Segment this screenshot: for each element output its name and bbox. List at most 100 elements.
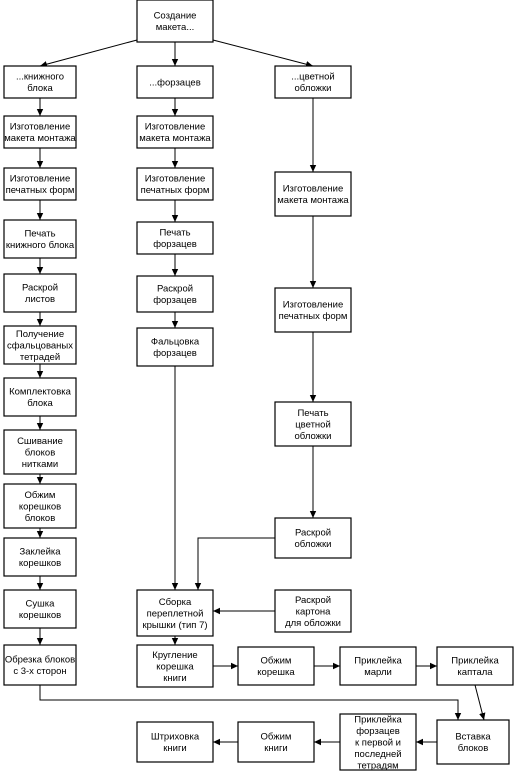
step-label-line: Вставка	[455, 732, 491, 743]
step-label-line: Сшивание	[17, 436, 63, 447]
step-label-line: Штриховка	[151, 732, 200, 743]
step-label-line: корешка	[257, 667, 295, 678]
step-label-line: тетрадей	[20, 352, 60, 363]
process-steps: Созданиемакета......книжногоблока...форз…	[3, 0, 514, 771]
step-label-line: последней	[354, 749, 401, 760]
step-frame	[3, 377, 77, 417]
step-frame	[237, 646, 315, 686]
step-frame	[274, 401, 352, 447]
step-frame	[339, 646, 417, 686]
step-frame	[3, 65, 77, 99]
connectors	[36, 39, 486, 746]
step-label-line: блока	[27, 398, 53, 409]
step-label-line: переплетной	[147, 608, 204, 619]
step-frame	[136, 65, 214, 99]
arrow-r4-to-b1	[474, 684, 486, 721]
step-label-line: книги	[264, 743, 287, 754]
step-label-line: Обрезка блоков	[5, 655, 75, 666]
step-label-line: ...цветной	[291, 72, 334, 83]
step-frame	[436, 646, 514, 686]
step-label-line: обложки	[295, 539, 332, 550]
step-label-line: Обжим	[261, 732, 292, 743]
step-label-line: книги	[163, 673, 186, 684]
step-label-line: ...книжного	[16, 72, 64, 83]
step-label-line: Изготовление	[283, 184, 344, 195]
step-label-line: ...форзацев	[149, 77, 201, 88]
step-frame	[3, 115, 77, 149]
step-label-line: тетрадям	[357, 760, 398, 771]
step-frame	[136, 275, 214, 313]
step-label-line: книжного блока	[6, 240, 75, 251]
step-label-line: картона	[296, 606, 331, 617]
step-frame	[3, 483, 77, 529]
step-frame	[274, 589, 352, 633]
step-frame	[3, 219, 77, 259]
step-label-line: макета монтажа	[277, 195, 349, 206]
step-label-line: Обжим	[25, 490, 56, 501]
step-label-line: Раскрой	[22, 283, 58, 294]
step-label-line: макета монтажа	[139, 133, 211, 144]
step-label-line: Сборка	[159, 597, 192, 608]
step-label-line: макета...	[156, 22, 195, 33]
step-frame	[136, 115, 214, 149]
step-label-line: печатных форм	[141, 185, 210, 196]
step-label-line: форзацев	[356, 726, 400, 737]
step-label-line: форзацев	[153, 348, 197, 359]
step-label-line: Заклейка	[19, 547, 61, 558]
step-frame	[274, 287, 352, 333]
step-label-line: Изготовление	[10, 174, 71, 185]
step-label-line: Печать	[24, 229, 55, 240]
step-frame	[274, 65, 352, 99]
step-label-line: Приклейка	[451, 656, 499, 667]
step-label-line: книги	[163, 743, 186, 754]
step-label-line: Изготовление	[10, 122, 71, 133]
step-label-line: Изготовление	[145, 174, 206, 185]
step-label-line: Кругление	[152, 650, 197, 661]
arrow-root-to-kb	[39, 39, 138, 68]
step-label-line: листов	[25, 294, 55, 305]
step-frame	[136, 327, 214, 367]
step-label-line: Печать	[159, 228, 190, 239]
step-frame	[237, 721, 315, 763]
step-label-line: блока	[27, 83, 53, 94]
step-frame	[3, 644, 77, 686]
step-frame	[3, 273, 77, 313]
step-frame	[3, 325, 77, 365]
step-label-line: Раскрой	[295, 528, 331, 539]
step-frame	[274, 171, 352, 217]
step-label-line: блоков	[458, 743, 489, 754]
step-label-line: сфальцованых	[7, 340, 73, 351]
step-label-line: обложки	[295, 83, 332, 94]
step-label-line: для обложки	[285, 618, 341, 629]
step-label-line: к первой и	[355, 737, 401, 748]
step-label-line: печатных форм	[279, 311, 348, 322]
step-label-line: Приклейка	[354, 656, 402, 667]
step-label-line: макета монтажа	[4, 133, 76, 144]
step-label-line: Создание	[154, 11, 197, 22]
arrow-root-to-co	[212, 39, 314, 68]
step-label-line: каптала	[457, 667, 493, 678]
step-frame	[339, 713, 417, 771]
step-frame	[3, 167, 77, 201]
step-label-line: корешков	[19, 501, 61, 512]
step-frame	[3, 537, 77, 577]
